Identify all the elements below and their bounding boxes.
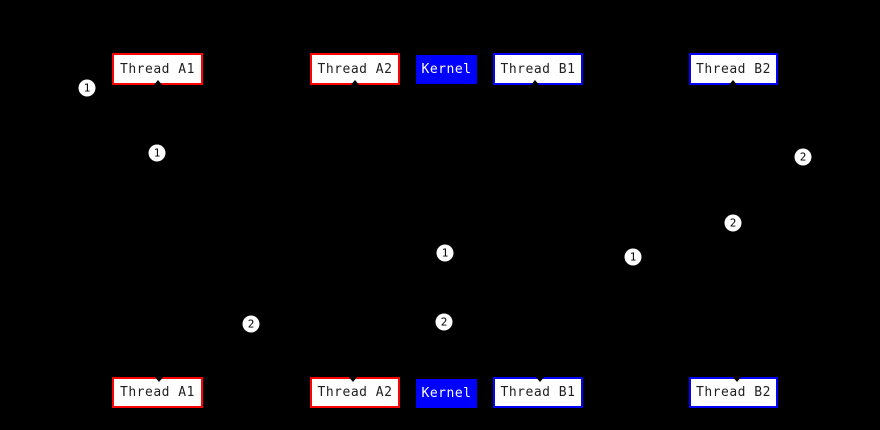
edge-label-circle: 2 xyxy=(724,214,742,232)
edge-arrowhead-notch xyxy=(348,376,358,382)
node-thread-a1-bottom: Thread A1 xyxy=(112,377,203,408)
node-thread-a2-bottom: Thread A2 xyxy=(310,377,400,408)
edge-arrowhead-notch xyxy=(350,80,360,86)
edge-label-circle: 1 xyxy=(436,244,454,262)
edge-arrowhead-notch xyxy=(154,376,164,382)
edge-label-circle: 1 xyxy=(148,144,166,162)
edge-arrowhead-notch xyxy=(732,376,742,382)
node-thread-b1-top: Thread B1 xyxy=(493,53,583,85)
node-kernel-top: Kernel xyxy=(416,55,477,84)
edge-arrowhead-notch xyxy=(153,80,163,86)
edge-label-circle: 2 xyxy=(435,313,453,331)
edge-arrowhead-notch xyxy=(728,80,738,86)
edge-arrowhead-notch xyxy=(535,376,545,382)
edge-label-circle: 1 xyxy=(624,248,642,266)
node-kernel-bottom: Kernel xyxy=(416,379,477,408)
node-thread-a1-top: Thread A1 xyxy=(112,53,203,85)
edge-label-circle: 2 xyxy=(242,315,260,333)
edge-label-circle: 2 xyxy=(794,148,812,166)
edge-arrowhead-notch xyxy=(530,80,540,86)
edge-label-circle: 1 xyxy=(78,79,96,97)
